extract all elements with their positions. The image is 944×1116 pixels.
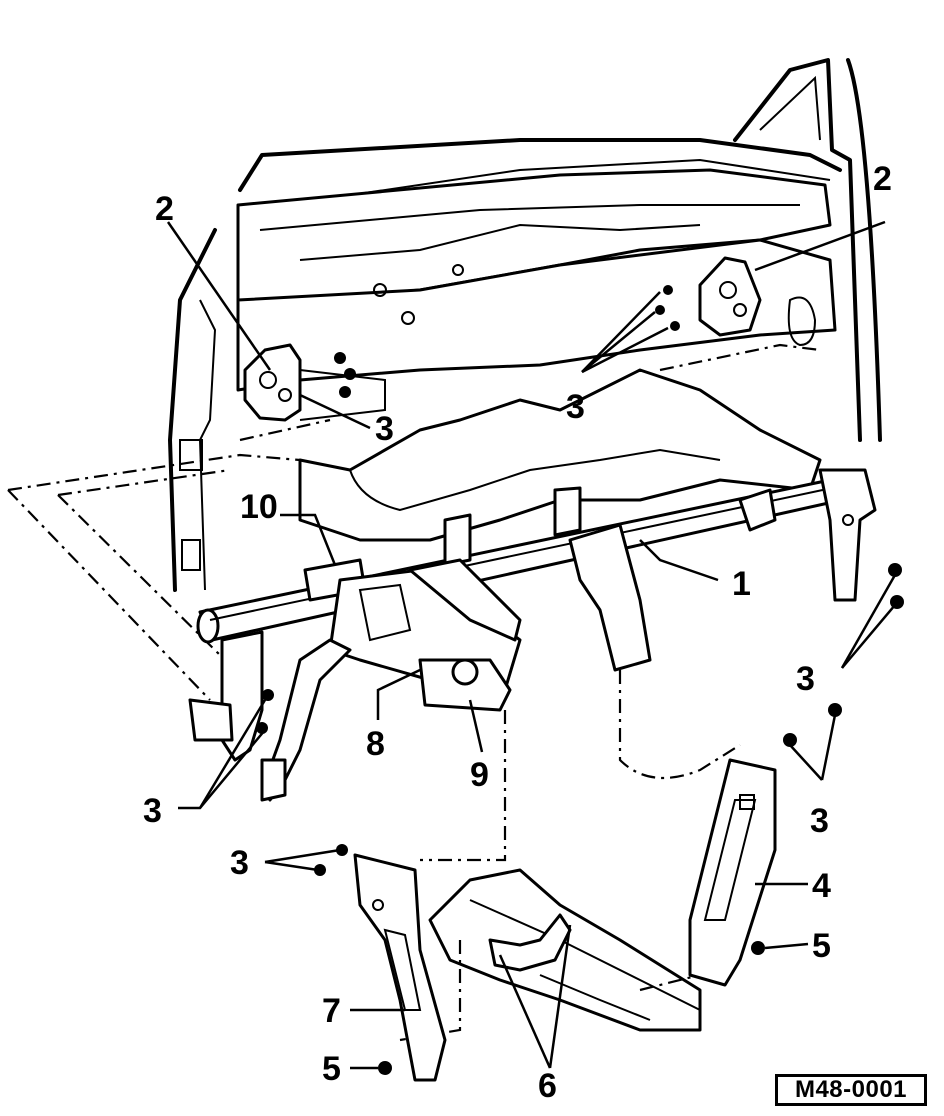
callout-4: 4 (812, 867, 831, 905)
callout-1: 1 (732, 565, 751, 603)
callouts: 1 2 2 3 3 3 3 3 3 4 5 5 6 7 8 9 10 (143, 160, 892, 1105)
callout-2-left: 2 (155, 190, 174, 228)
callout-3-bracket-4: 3 (810, 802, 829, 840)
callout-3-lower-left: 3 (143, 792, 162, 830)
callout-2-right: 2 (873, 160, 892, 198)
reference-code: M48-0001 (775, 1074, 927, 1106)
callout-3-bracket-7: 3 (230, 844, 249, 882)
bolts-3 (256, 285, 904, 1075)
callout-3-left-bracket: 3 (375, 410, 394, 448)
support-bracket-right (688, 758, 777, 987)
mounting-bracket-right (698, 256, 762, 337)
callout-3-right-end: 3 (796, 660, 815, 698)
support-bracket-left (353, 853, 447, 1082)
leader-lines (166, 220, 897, 1070)
callout-7: 7 (322, 992, 341, 1030)
callout-5-left: 5 (322, 1050, 341, 1088)
callout-5-right: 5 (812, 927, 831, 965)
callout-6: 6 (538, 1067, 557, 1105)
alignment-frame (7, 343, 821, 1042)
callout-9: 9 (470, 756, 489, 794)
callout-8: 8 (366, 725, 385, 763)
steering-column (260, 558, 522, 802)
callout-3-right-bracket: 3 (566, 388, 585, 426)
callout-10: 10 (240, 488, 278, 526)
